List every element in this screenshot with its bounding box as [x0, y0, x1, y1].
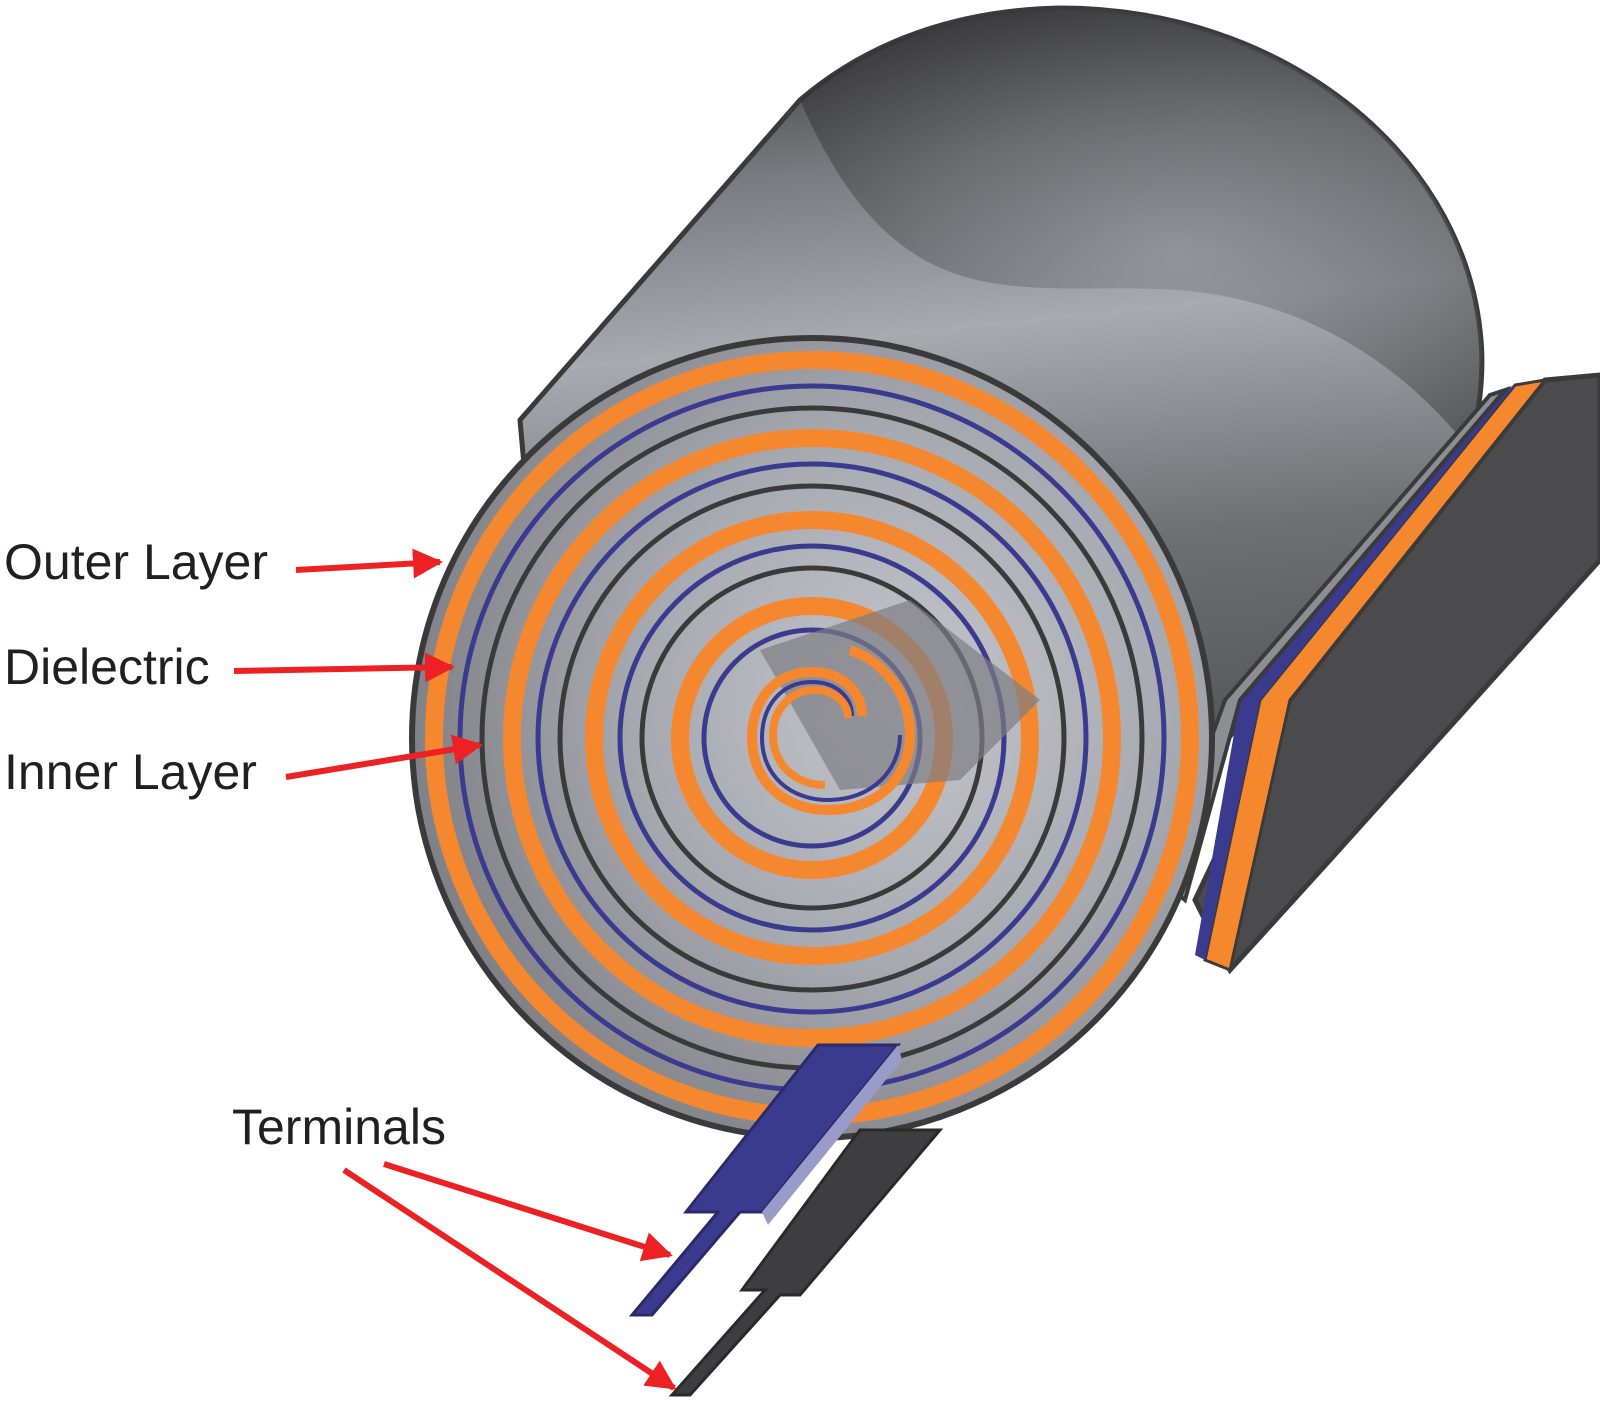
arrow-dielectric — [233, 652, 455, 683]
pointer-arrows — [233, 548, 677, 1391]
label-dielectric: Dielectric — [4, 639, 210, 695]
terminals — [628, 1043, 944, 1397]
inner-layer-ring-2 — [535, 461, 1089, 1015]
terminal-blue-shadow — [762, 1045, 902, 1225]
inner-layer-ring-3 — [617, 543, 1007, 933]
arrow-outer-layer — [295, 548, 443, 579]
terminal-blue — [628, 1043, 902, 1317]
arrow-inner-layer — [285, 734, 483, 780]
core-spiral-blue — [759, 679, 902, 803]
core-spiral — [746, 645, 916, 816]
outer-layer-ring-3 — [585, 511, 1039, 965]
arrow-terminal-dark — [342, 1167, 677, 1391]
labels: Outer Layer Dielectric Inner Layer Termi… — [4, 534, 446, 1155]
arrow-terminal-blue — [383, 1161, 673, 1262]
label-terminals: Terminals — [232, 1099, 446, 1155]
outer-layer-ring-2 — [503, 429, 1121, 1047]
label-inner-layer: Inner Layer — [4, 744, 257, 800]
roll-front-face — [409, 335, 1215, 1141]
cylinder-back-cap — [800, 8, 1482, 450]
dielectric-ring-2 — [557, 483, 1067, 993]
core-spiral-inner — [768, 685, 852, 789]
terminal-dark — [668, 1128, 944, 1397]
label-outer-layer: Outer Layer — [4, 534, 268, 590]
